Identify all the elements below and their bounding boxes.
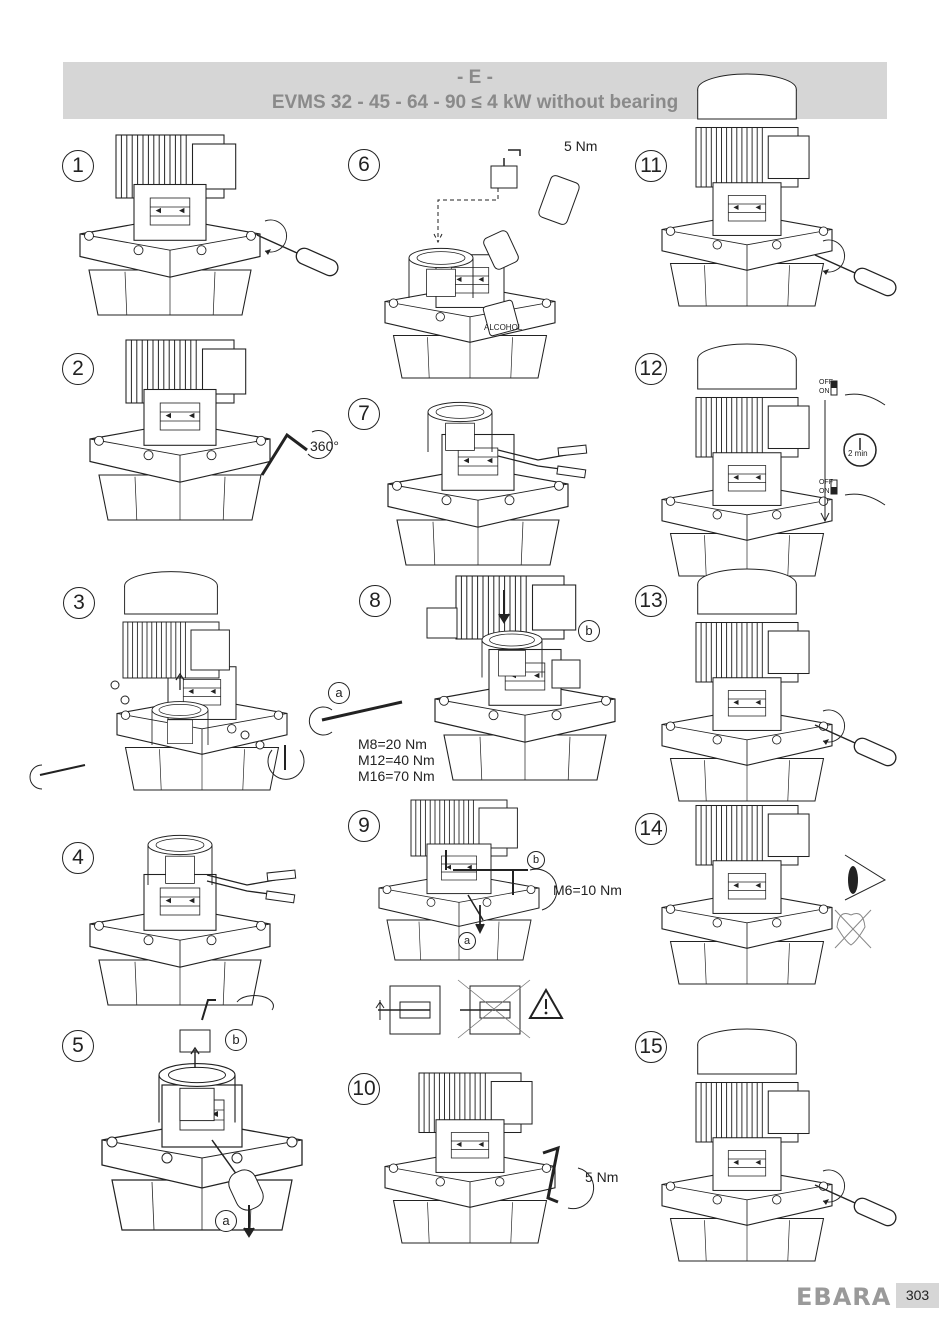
step-11: 11 [635,135,905,335]
step-number: 9 [348,810,380,842]
step-3: 3 [29,560,335,810]
step-12: 12 OFF ON 2 min OFF ON [635,345,905,577]
step-8-illustration [308,575,616,781]
step-4: 4 [62,825,342,1015]
switch-off-label: OFF [819,379,833,386]
callout-a: a [458,932,476,950]
spacing-detail [370,978,570,1040]
callout-b: b [578,620,600,642]
step-number: 12 [635,353,667,385]
torque-m12: M12=40 Nm [358,752,435,768]
bottle-label: ALCOHOL [484,323,523,332]
step-13: 13 [635,575,905,805]
torque-label: M6=10 Nm [553,882,622,898]
step-8: 8 a b M8=20 Nm M12=40 Nm M16=70 Nm [308,570,627,790]
switch-off-label: OFF [819,479,833,486]
step-number: 8 [359,585,391,617]
step-9: 9 b a M6=10 Nm [348,799,623,961]
step-number: 3 [63,587,95,619]
step-10-illustration [384,1072,595,1244]
step-number: 15 [635,1031,667,1063]
brand-logo: EBARA [796,1283,892,1311]
step-4-illustration [89,834,297,1006]
no-touch-icon [836,913,866,946]
switch-on-label: ON [819,388,830,395]
step-3-illustration [29,560,305,791]
step-14-illustration [661,804,887,985]
step-number: 11 [635,150,667,182]
step-6: 6 5 Nm ALCOHOL [348,138,623,379]
spacing-diagram [375,979,564,1039]
timer-label: 2 min [848,449,868,458]
callout-b: b [527,851,545,869]
callout-a: a [328,682,350,704]
rotation-label: 360° [310,438,339,454]
step-number: 1 [62,150,94,182]
step-9-illustration [378,799,558,961]
step-15: 15 [635,1020,905,1262]
step-2: 2 360° [62,339,342,535]
step-5-illustration [101,995,303,1238]
eye-icon [844,854,887,901]
step-number: 6 [348,149,380,181]
step-13-illustration [661,575,900,802]
step-7-illustration [387,401,588,566]
step-number: 2 [62,353,94,385]
step-number: 7 [348,398,380,430]
torque-label: 5 Nm [585,1169,619,1185]
callout-a: a [215,1210,237,1232]
step-number: 10 [348,1073,380,1105]
step-number: 13 [635,585,667,617]
switch-on-label: ON [819,488,830,495]
section-title: EVMS 32 - 45 - 64 - 90 ≤ 4 kW without be… [271,92,679,113]
step-1-illustration [79,134,342,316]
step-7: 7 [348,390,623,566]
step-10: 10 5 Nm [348,1068,623,1258]
step-12-illustration [661,345,886,577]
torque-m8: M8=20 Nm [358,736,427,752]
step-5: 5 b a [62,990,342,1250]
torque-label: 5 Nm [564,138,598,154]
callout-b: b [225,1029,247,1051]
step-number: 14 [635,813,667,845]
step-2-illustration [89,339,333,521]
step-6-illustration [384,149,580,379]
step-number: 5 [62,1030,94,1062]
step-1: 1 [62,134,342,335]
step-number: 4 [62,842,94,874]
section-letter: - E - [457,67,493,88]
torque-m16: M16=70 Nm [358,768,435,784]
page-number: 303 [896,1283,939,1308]
step-14: 14 [635,804,905,1000]
step-15-illustration [661,1020,900,1262]
step-11-illustration [661,135,900,307]
